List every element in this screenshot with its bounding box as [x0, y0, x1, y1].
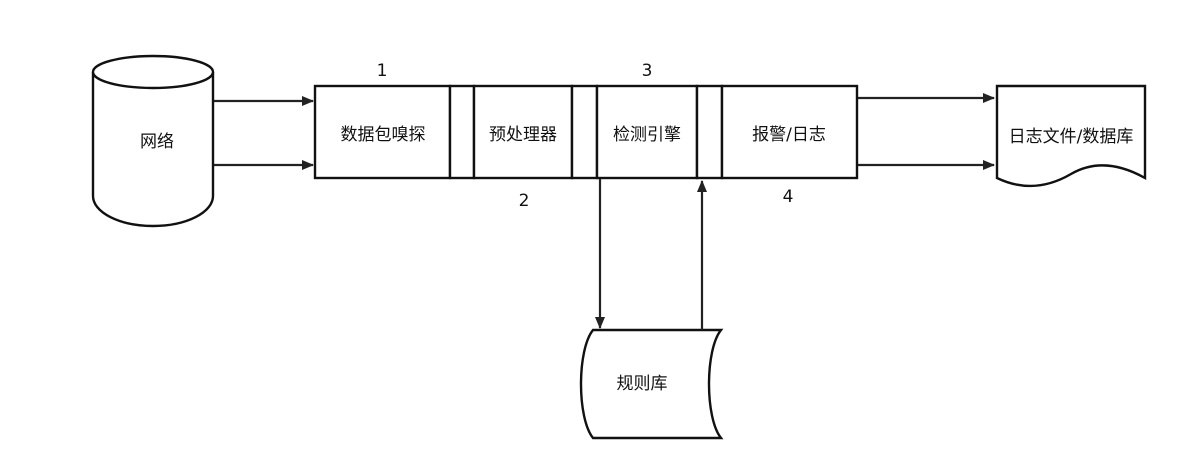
alert-log-box: [720, 84, 859, 180]
engine-box: [595, 84, 699, 180]
storage-label: 日志文件/数据库: [1009, 127, 1134, 147]
connector-3: [695, 84, 724, 180]
engine-label: 检测引擎: [613, 125, 681, 145]
step-number-2: 2: [519, 191, 530, 211]
rules-store: 规则库: [579, 328, 724, 440]
connector-2: [570, 84, 599, 180]
network-cylinder: 网络: [91, 54, 215, 228]
sniffer-label: 数据包嗅探: [341, 125, 426, 145]
step-number-3: 3: [642, 61, 653, 81]
pipeline: 数据包嗅探 预处理器 检测引擎 报警/日志: [313, 84, 859, 180]
alert-log-label: 报警/日志: [752, 125, 826, 145]
preprocessor-box: [472, 84, 574, 180]
sniffer-box: [313, 84, 452, 180]
rules-label: 规则库: [617, 374, 668, 394]
preprocessor-label: 预处理器: [489, 125, 557, 145]
connector-1: [448, 84, 476, 180]
network-label: 网络: [140, 132, 174, 152]
step-number-1: 1: [377, 61, 388, 81]
storage-document: 日志文件/数据库: [995, 84, 1147, 188]
step-number-4: 4: [783, 187, 794, 207]
